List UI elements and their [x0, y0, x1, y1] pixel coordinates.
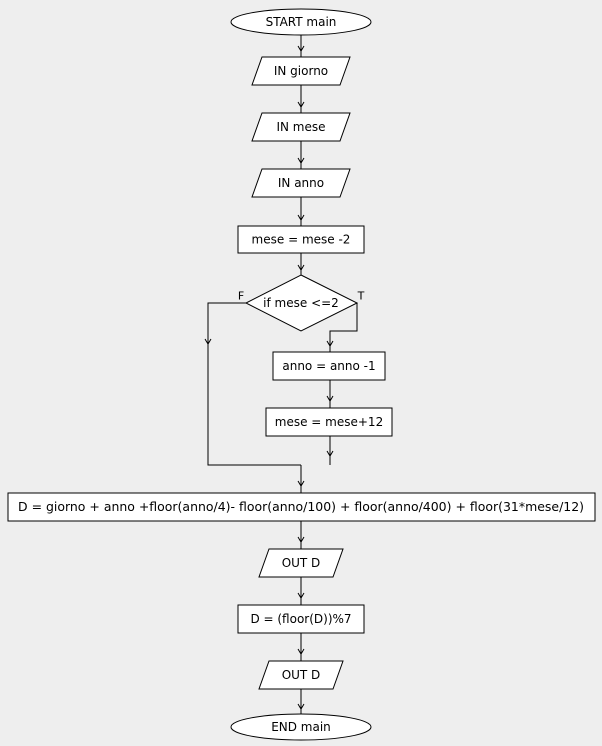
- output-d-shape-1: [258, 548, 344, 578]
- arrowhead-icon: [297, 214, 305, 221]
- formula-shape: [7, 492, 596, 522]
- output-d-node-1: OUT D: [258, 548, 344, 578]
- start-terminator-shape: [230, 8, 372, 36]
- input-mese-node: IN mese: [251, 112, 351, 142]
- arrowhead-icon: [297, 536, 305, 543]
- arrowhead-icon: [326, 395, 334, 402]
- output-d-label-2: OUT D: [282, 668, 321, 682]
- arrowhead-icon: [297, 45, 305, 52]
- end-label: END main: [271, 720, 331, 734]
- assign-mod-label: D = (floor(D))%7: [250, 612, 351, 626]
- formula-label: D = giorno + anno +floor(anno/4)- floor(…: [18, 500, 584, 514]
- connector-true-branch: [329, 303, 358, 352]
- input-anno-node: IN anno: [251, 168, 351, 198]
- input-mese-label: IN mese: [276, 120, 325, 134]
- assign-mod-shape: [237, 604, 365, 634]
- input-giorno-node: IN giorno: [251, 56, 351, 86]
- arrowhead-icon: [204, 338, 212, 345]
- start-label: START main: [266, 15, 337, 29]
- arrowhead-icon: [297, 592, 305, 599]
- arrowhead-icon: [297, 264, 305, 271]
- decision-shape: [244, 274, 359, 332]
- arrowhead-icon: [297, 703, 305, 710]
- assign-mese-minus-node: mese = mese -2: [237, 225, 365, 254]
- arrowhead-icon: [297, 480, 305, 487]
- decision-node: if mese <=2 F T: [238, 274, 365, 332]
- input-anno-shape: [251, 168, 351, 198]
- decision-label: if mese <=2: [263, 296, 339, 310]
- arrowheads: [204, 45, 334, 710]
- arrowhead-icon: [297, 157, 305, 164]
- assign-anno-minus-node: anno = anno -1: [272, 351, 386, 381]
- assign-mese-minus-shape: [237, 225, 365, 254]
- assign-anno-minus-label: anno = anno -1: [282, 359, 375, 373]
- assign-mese-minus-label: mese = mese -2: [252, 233, 351, 247]
- assign-mese-plus-label: mese = mese+12: [275, 415, 383, 429]
- end-node: END main: [230, 713, 372, 741]
- output-d-shape-2: [258, 660, 344, 690]
- assign-anno-minus-shape: [272, 351, 386, 381]
- formula-node: D = giorno + anno +floor(anno/4)- floor(…: [7, 492, 596, 522]
- arrowhead-icon: [326, 450, 334, 457]
- input-mese-shape: [251, 112, 351, 142]
- arrowhead-icon: [297, 648, 305, 655]
- arrowhead-icon: [326, 340, 334, 347]
- output-d-node-2: OUT D: [258, 660, 344, 690]
- end-terminator-shape: [230, 713, 372, 741]
- true-branch-label: T: [357, 290, 365, 303]
- output-d-label-1: OUT D: [282, 556, 321, 570]
- input-giorno-label: IN giorno: [274, 64, 328, 78]
- assign-mese-plus-shape: [265, 407, 393, 437]
- start-node: START main: [230, 8, 372, 36]
- connector-false-branch: [207, 302, 301, 466]
- assign-mese-plus-node: mese = mese+12: [265, 407, 393, 437]
- input-giorno-shape: [251, 56, 351, 86]
- assign-mod-node: D = (floor(D))%7: [237, 604, 365, 634]
- false-branch-label: F: [238, 290, 244, 303]
- input-anno-label: IN anno: [278, 176, 324, 190]
- arrowhead-icon: [297, 101, 305, 108]
